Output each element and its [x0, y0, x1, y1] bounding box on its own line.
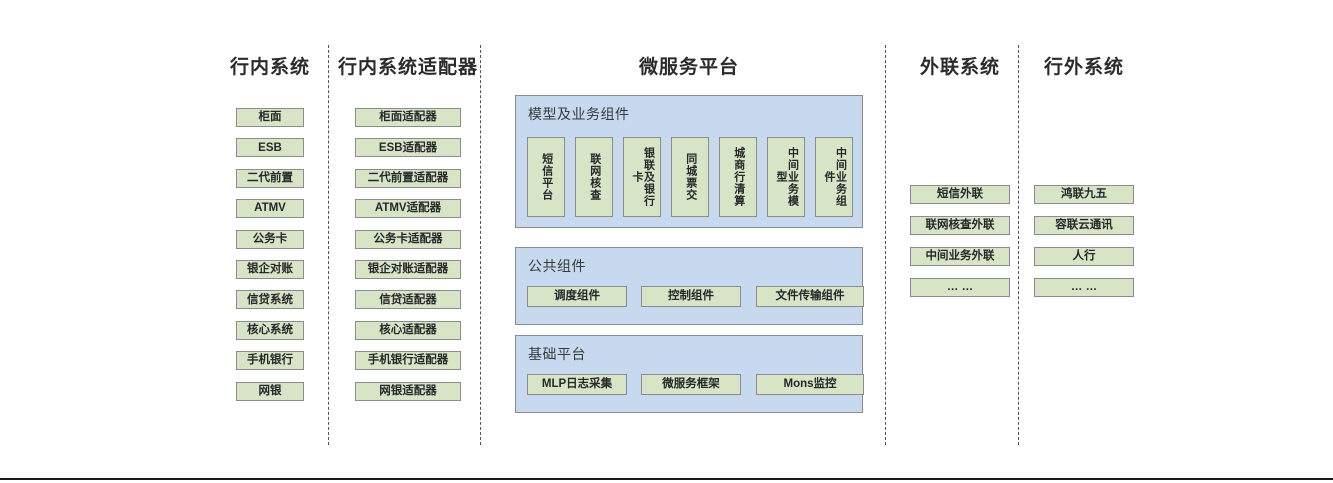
node-base-platform-0[interactable]: MLP日志采集 — [527, 374, 627, 395]
node-internal-system-adapters-4[interactable]: 公务卡适配器 — [355, 229, 461, 249]
node-outside-bank-systems-3[interactable]: … … — [1034, 278, 1134, 297]
node-internal-systems-2[interactable]: 二代前置 — [236, 168, 304, 188]
column-divider-3 — [885, 45, 886, 445]
node-internal-system-adapters-6[interactable]: 信贷适配器 — [355, 290, 461, 310]
column-divider-2 — [480, 45, 481, 445]
node-external-liaison-systems-3[interactable]: … … — [910, 278, 1010, 297]
node-model-and-business-components-4[interactable]: 城商行清算 — [719, 137, 757, 217]
node-internal-systems-5[interactable]: 银企对账 — [236, 260, 304, 279]
node-outside-bank-systems-0[interactable]: 鸿联九五 — [1034, 185, 1134, 204]
column-title-microservice-platform: 微服务平台 — [638, 57, 739, 78]
node-external-liaison-systems-1[interactable]: 联网核查外联 — [910, 216, 1010, 235]
column-title-external-liaison-systems: 外联系统 — [919, 57, 1000, 78]
node-public-components-2[interactable]: 文件传输组件 — [756, 286, 864, 307]
node-internal-systems-0[interactable]: 柜面 — [236, 108, 304, 127]
node-internal-system-adapters-7[interactable]: 核心适配器 — [355, 320, 461, 340]
node-internal-system-adapters-8[interactable]: 手机银行适配器 — [355, 351, 461, 371]
column-title-outside-bank-systems: 行外系统 — [1043, 57, 1124, 78]
node-internal-systems-3[interactable]: ATMV — [236, 199, 304, 219]
node-internal-systems-8[interactable]: 手机银行 — [236, 351, 304, 371]
node-base-platform-2[interactable]: Mons监控 — [756, 374, 864, 395]
node-internal-systems-7[interactable]: 核心系统 — [236, 320, 304, 340]
column-divider-1 — [328, 45, 329, 445]
node-model-and-business-components-6[interactable]: 中间业务组件 — [815, 137, 853, 217]
node-base-platform-1[interactable]: 微服务框架 — [641, 374, 741, 395]
node-internal-system-adapters-0[interactable]: 柜面适配器 — [355, 108, 461, 127]
node-internal-systems-9[interactable]: 网银 — [236, 381, 304, 401]
node-internal-system-adapters-9[interactable]: 网银适配器 — [355, 381, 461, 401]
node-external-liaison-systems-0[interactable]: 短信外联 — [910, 185, 1010, 204]
node-public-components-1[interactable]: 控制组件 — [641, 286, 741, 307]
node-public-components-0[interactable]: 调度组件 — [527, 286, 627, 307]
node-model-and-business-components-1[interactable]: 联网核查 — [575, 137, 613, 217]
node-model-and-business-components-0[interactable]: 短信平台 — [527, 137, 565, 217]
node-outside-bank-systems-2[interactable]: 人行 — [1034, 247, 1134, 266]
column-divider-4 — [1018, 45, 1019, 445]
node-internal-systems-4[interactable]: 公务卡 — [236, 229, 304, 249]
node-internal-system-adapters-3[interactable]: ATMV适配器 — [355, 199, 461, 219]
panel-title-public-components: 公共组件 — [528, 258, 586, 274]
node-external-liaison-systems-2[interactable]: 中间业务外联 — [910, 247, 1010, 266]
node-model-and-business-components-2[interactable]: 银联及银行卡 — [623, 137, 661, 217]
column-title-internal-systems: 行内系统 — [229, 57, 310, 78]
bottom-rule — [0, 478, 1333, 480]
panel-title-model-and-business-components: 模型及业务组件 — [528, 106, 630, 122]
node-outside-bank-systems-1[interactable]: 容联云通讯 — [1034, 216, 1134, 235]
column-title-internal-system-adapters: 行内系统适配器 — [337, 57, 478, 78]
panel-title-base-platform: 基础平台 — [528, 346, 586, 362]
node-internal-systems-1[interactable]: ESB — [236, 138, 304, 158]
node-internal-system-adapters-1[interactable]: ESB适配器 — [355, 138, 461, 158]
node-model-and-business-components-5[interactable]: 中间业务模型 — [767, 137, 805, 217]
node-model-and-business-components-3[interactable]: 同城票交 — [671, 137, 709, 217]
node-internal-systems-6[interactable]: 信贷系统 — [236, 290, 304, 310]
node-internal-system-adapters-2[interactable]: 二代前置适配器 — [355, 168, 461, 188]
node-internal-system-adapters-5[interactable]: 银企对账适配器 — [355, 260, 461, 279]
